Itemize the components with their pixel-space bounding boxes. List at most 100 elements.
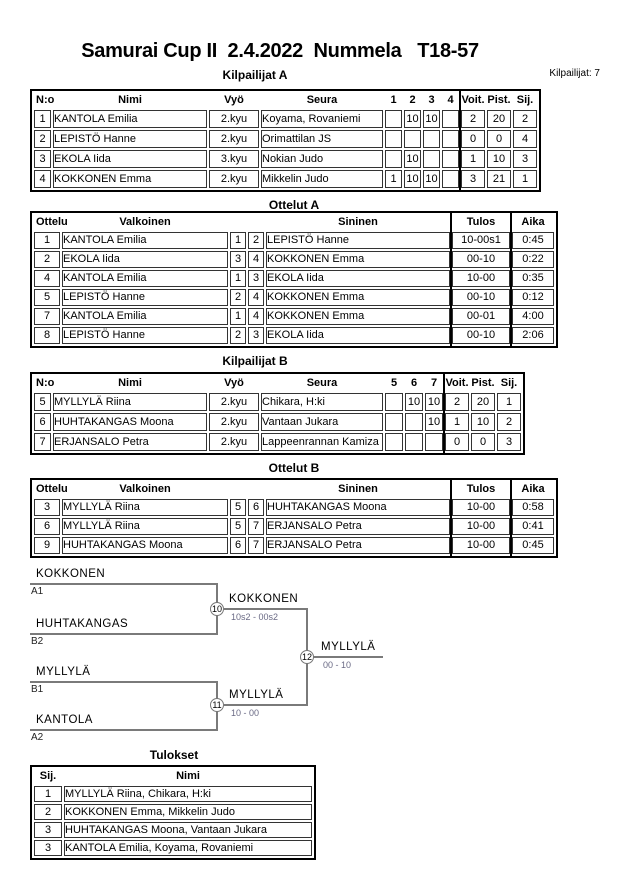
cell-sij: 3 xyxy=(34,840,62,856)
match-row: 6 MYLLYLÄ Riina 5 7 ERJANSALO Petra 10-0… xyxy=(34,518,554,535)
cell-match-no: 6 xyxy=(34,518,60,535)
cell-white-name: MYLLYLÄ Riina xyxy=(62,518,228,535)
col-header-nimi: Nimi xyxy=(176,770,200,782)
bracket-slot-name-a1: KOKKONEN xyxy=(36,568,106,580)
cell-seura: Koyama, Rovaniemi xyxy=(261,110,383,128)
cell-vyo: 3.kyu xyxy=(209,150,259,168)
match-row: 9 HUHTAKANGAS Moona 6 7 ERJANSALO Petra … xyxy=(34,537,554,554)
bracket-match-number-10: 10 xyxy=(210,602,224,616)
cell-no: 2 xyxy=(34,130,51,148)
cell-match-4 xyxy=(442,110,459,128)
cell-aika: 0:45 xyxy=(512,537,554,554)
bracket-match-number-12: 12 xyxy=(300,650,314,664)
bracket-slot-name-a2: KANTOLA xyxy=(36,714,93,726)
cell-tulos: 10-00 xyxy=(452,537,510,554)
bracket-slot-name-b1: MYLLYLÄ xyxy=(36,666,91,678)
cell-aika: 0:22 xyxy=(512,251,554,268)
section-title-tulokset: Tulokset xyxy=(149,748,199,762)
cell-voit: 3 xyxy=(461,170,485,188)
cell-match-no: 3 xyxy=(34,499,60,516)
result-row: 1 MYLLYLÄ Riina, Chikara, H:ki xyxy=(34,786,312,802)
cell-sij: 1 xyxy=(513,170,537,188)
group-separator-line xyxy=(459,89,461,192)
cell-aika: 0:12 xyxy=(512,289,554,306)
cell-match-1 xyxy=(385,130,402,148)
cell-match-2: 10 xyxy=(404,170,421,188)
cell-blue-name: KOKKONEN Emma xyxy=(266,308,450,325)
col-header-nimi: Nimi xyxy=(118,94,142,106)
cell-match-7 xyxy=(425,433,443,451)
cell-nimi: ERJANSALO Petra xyxy=(53,433,207,451)
col-header-valkoinen: Valkoinen xyxy=(119,216,171,228)
cell-voit: 1 xyxy=(461,150,485,168)
cell-nimi: HUHTAKANGAS Moona, Vantaan Jukara xyxy=(64,822,312,838)
competitor-row: 7 ERJANSALO Petra 2.kyu Lappeenrannan Ka… xyxy=(34,433,521,451)
col-header-match-2: 2 xyxy=(409,94,416,106)
group-separator-line xyxy=(450,478,452,558)
cell-match-1 xyxy=(385,110,402,128)
ottelut-b-table: Ottelu Valkoinen Sininen Tulos Aika 3 MY… xyxy=(30,478,558,558)
cell-vyo: 2.kyu xyxy=(209,433,259,451)
cell-match-6: 10 xyxy=(405,393,423,411)
cell-pist: 0 xyxy=(471,433,495,451)
col-header-blue-no xyxy=(248,482,264,497)
group-separator-line xyxy=(450,211,452,348)
col-header-voit: Voit. xyxy=(445,377,469,389)
cell-white-no: 2 xyxy=(230,289,246,306)
ottelut-b-table-wrap: Ottelu Valkoinen Sininen Tulos Aika 3 MY… xyxy=(30,478,558,558)
bracket-slot-seed-a2: A2 xyxy=(31,732,44,743)
cell-aika: 0:58 xyxy=(512,499,554,516)
group-separator-line xyxy=(510,478,512,558)
cell-blue-no: 6 xyxy=(248,499,264,516)
col-header-vyo: Vyö xyxy=(224,377,244,389)
cell-voit: 0 xyxy=(461,130,485,148)
cell-match-4 xyxy=(442,130,459,148)
match-row: 8 LEPISTÖ Hanne 2 3 EKOLA Iida 00-10 2:0… xyxy=(34,327,554,344)
cell-match-1 xyxy=(385,150,402,168)
section-title-kilpailijat-b: Kilpailijat B xyxy=(222,354,288,368)
cell-blue-no: 3 xyxy=(248,327,264,344)
cell-match-5 xyxy=(385,393,403,411)
col-header-no: N:o xyxy=(36,94,55,106)
cell-aika: 4:00 xyxy=(512,308,554,325)
cell-match-3: 10 xyxy=(423,170,440,188)
cell-tulos: 00-01 xyxy=(452,308,510,325)
cell-sij: 4 xyxy=(513,130,537,148)
cell-blue-no: 4 xyxy=(248,251,264,268)
bracket-match-number-11: 11 xyxy=(210,698,224,712)
cell-no: 4 xyxy=(34,170,51,188)
cell-nimi: EKOLA Iida xyxy=(53,150,207,168)
cell-white-no: 1 xyxy=(230,308,246,325)
cell-match-5 xyxy=(385,433,403,451)
col-header-voit: Voit. xyxy=(461,94,485,106)
col-header-blue-no xyxy=(248,215,264,230)
cell-pist: 20 xyxy=(487,110,511,128)
ottelut-a-table-wrap: Ottelu Valkoinen Sininen Tulos Aika 1 KA… xyxy=(30,211,558,348)
bracket-champion-name: MYLLYLÄ xyxy=(321,641,376,653)
kilpailijat-a-table-wrap: N:o Nimi Vyö Seura 1 2 3 4 Voit. Pist. S… xyxy=(30,89,541,192)
cell-voit: 2 xyxy=(461,110,485,128)
col-header-match-4: 4 xyxy=(447,94,454,106)
bracket-score-match-10: 10s2 - 00s2 xyxy=(231,612,279,622)
cell-blue-no: 7 xyxy=(248,537,264,554)
col-header-no: N:o xyxy=(36,377,55,389)
cell-aika: 0:35 xyxy=(512,270,554,287)
header-row: Ottelu Valkoinen Sininen Tulos Aika xyxy=(34,482,554,497)
cell-blue-name: ERJANSALO Petra xyxy=(266,537,450,554)
cell-match-7: 10 xyxy=(425,413,443,431)
col-header-seura: Seura xyxy=(306,94,338,106)
cell-match-no: 8 xyxy=(34,327,60,344)
bracket-slot-seed-b2: B2 xyxy=(31,636,44,647)
cell-sij: 3 xyxy=(34,822,62,838)
cell-blue-name: ERJANSALO Petra xyxy=(266,518,450,535)
cell-white-no: 6 xyxy=(230,537,246,554)
col-header-match-7: 7 xyxy=(430,377,438,389)
header-row: Sij. Nimi xyxy=(34,769,312,784)
cell-pist: 10 xyxy=(487,150,511,168)
cell-match-5 xyxy=(385,413,403,431)
bracket-slot-seed-a1: A1 xyxy=(31,586,44,597)
cell-blue-no: 4 xyxy=(248,308,264,325)
match-row: 7 KANTOLA Emilia 1 4 KOKKONEN Emma 00-01… xyxy=(34,308,554,325)
cell-no: 1 xyxy=(34,110,51,128)
